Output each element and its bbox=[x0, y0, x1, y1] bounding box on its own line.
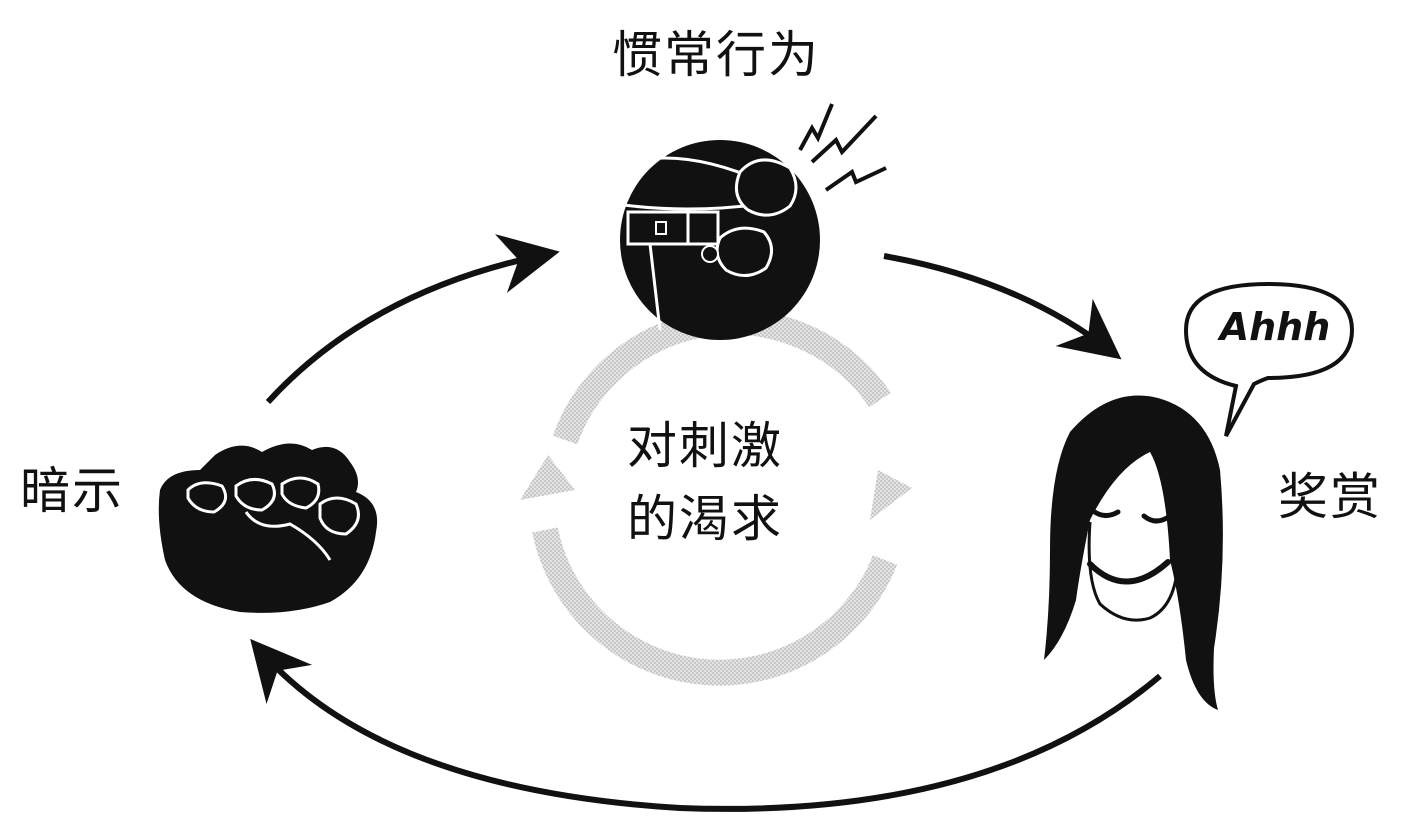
craving-label-line1: 对刺激 bbox=[627, 417, 783, 475]
routine-label: 惯常行为 bbox=[612, 26, 820, 84]
craving-label-line2: 的渴求 bbox=[627, 489, 783, 548]
reward-label: 奖赏 bbox=[1278, 468, 1382, 526]
arrow-cue-to-routine bbox=[265, 234, 560, 405]
craving-arrowhead-left bbox=[520, 455, 575, 500]
arrow-reward-to-cue bbox=[250, 638, 1162, 812]
clenched-fist-icon bbox=[158, 443, 378, 613]
craving-label: 对刺激 的渴求 bbox=[600, 410, 810, 555]
pat-motion-lines-icon bbox=[798, 103, 887, 192]
cue-label: 暗示 bbox=[20, 462, 124, 520]
craving-arrowhead-right bbox=[870, 470, 912, 520]
speech-bubble-text: Ahhh bbox=[1219, 305, 1331, 349]
person-patting-belly-icon bbox=[620, 140, 820, 340]
speech-bubble bbox=[1183, 281, 1355, 437]
smiling-woman-face-icon bbox=[1044, 395, 1223, 710]
arrow-routine-to-reward bbox=[883, 253, 1122, 360]
